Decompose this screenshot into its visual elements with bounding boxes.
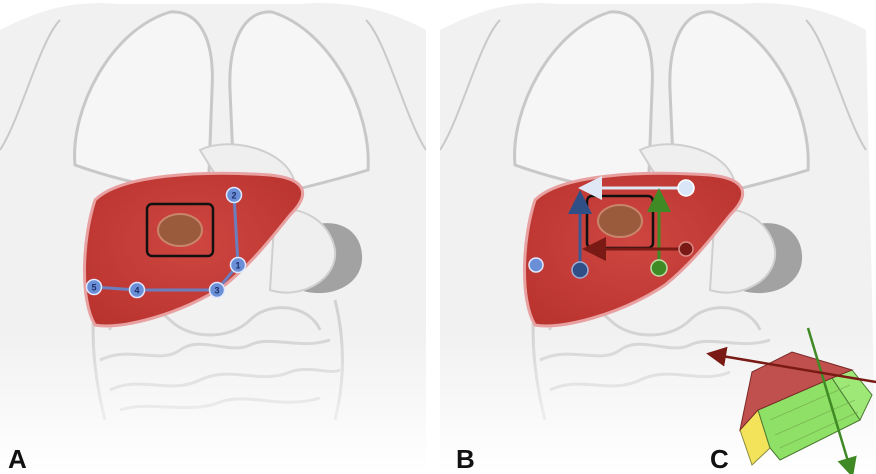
marker-point-3: 3	[210, 283, 225, 298]
marker-green	[651, 260, 667, 276]
svg-text:2: 2	[231, 191, 236, 201]
marker-navy	[572, 262, 588, 278]
marker-light	[678, 180, 694, 196]
panel-label-a: A	[8, 446, 27, 472]
panel-label-b: B	[456, 446, 475, 472]
svg-text:4: 4	[134, 286, 139, 296]
marker-darkred	[679, 242, 693, 256]
svg-text:1: 1	[235, 261, 240, 271]
panel-b-illustration	[440, 0, 876, 474]
tumor	[158, 214, 202, 246]
svg-text:5: 5	[91, 283, 96, 293]
svg-text:3: 3	[214, 286, 219, 296]
panel-a: 1 2 3 4 5 A	[0, 0, 426, 474]
panel-b: B C	[440, 0, 876, 474]
marker-point-1: 1	[231, 258, 246, 273]
panel-label-c: C	[710, 446, 729, 472]
marker-side	[529, 258, 543, 272]
marker-point-2: 2	[227, 188, 242, 203]
marker-point-4: 4	[130, 283, 145, 298]
panel-a-illustration: 1 2 3 4 5	[0, 0, 426, 474]
marker-point-5: 5	[87, 280, 102, 295]
tumor	[598, 205, 642, 237]
